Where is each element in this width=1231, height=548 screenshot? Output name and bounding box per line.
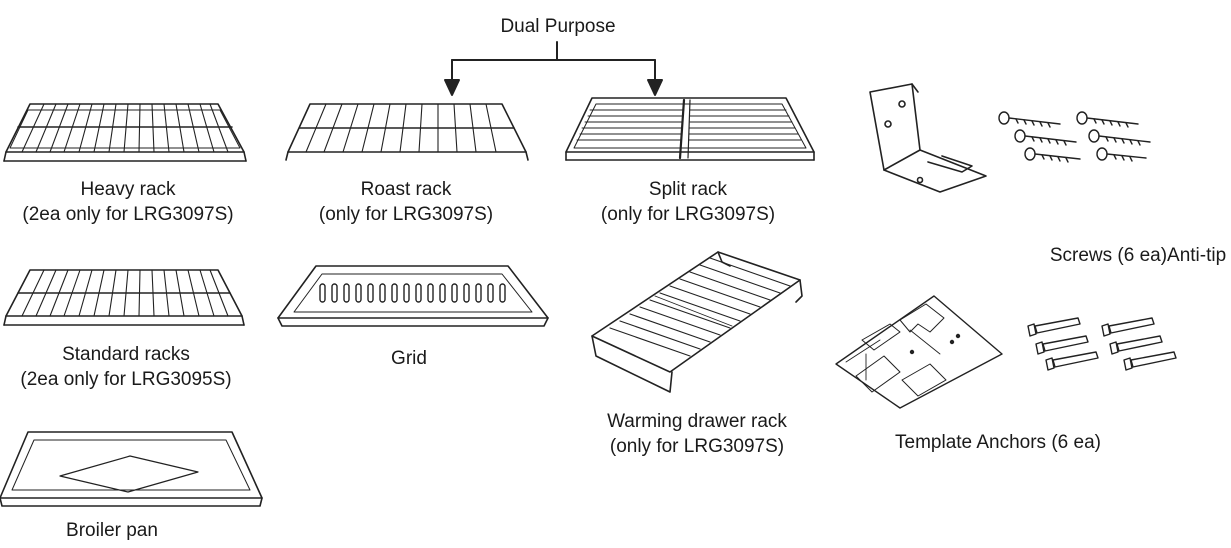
grid-caption: Grid <box>391 346 427 371</box>
warming-drawer-rack-title: Warming drawer rack <box>607 411 787 432</box>
heavy-rack-note: (2ea only for LRG3097S) <box>22 204 234 225</box>
template-anchors-caption: Template Anchors (6 ea) <box>895 430 1101 455</box>
warming-drawer-rack-image <box>591 251 803 393</box>
heavy-rack-image <box>3 103 247 162</box>
standard-racks-title: Standard racks <box>62 344 190 365</box>
roast-rack-note: (only for LRG3097S) <box>318 204 494 225</box>
standard-racks-image <box>3 269 245 326</box>
heavy-rack-caption: Heavy rack (2ea only for LRG3097S) <box>22 177 233 227</box>
grid-image <box>277 265 549 327</box>
split-rack-title: Split rack <box>648 179 728 200</box>
grid-title: Grid <box>391 348 427 369</box>
template-sheet-image <box>835 295 1003 409</box>
anti-tip-bracket-image <box>869 83 987 193</box>
broiler-pan-image <box>0 431 263 507</box>
warming-drawer-rack-caption: Warming drawer rack (only for LRG3097S) <box>607 409 787 459</box>
dual-purpose-text: Dual Purpose <box>500 16 616 37</box>
screws-title: Screws (6 ea)Anti-tip <box>1049 245 1227 266</box>
dual-purpose-label: Dual Purpose <box>500 14 615 39</box>
roast-rack-title: Roast rack <box>360 179 452 200</box>
warming-drawer-rack-note: (only for LRG3097S) <box>609 436 785 457</box>
heavy-rack-title: Heavy rack <box>80 179 176 200</box>
split-rack-note: (only for LRG3097S) <box>600 204 776 225</box>
split-rack-caption: Split rack (only for LRG3097S) <box>601 177 775 227</box>
screws-caption: Screws (6 ea)Anti-tip <box>1050 243 1226 268</box>
roast-rack-caption: Roast rack (only for LRG3097S) <box>319 177 493 227</box>
dual-purpose-bracket <box>444 41 663 96</box>
split-rack-image <box>565 97 815 161</box>
broiler-pan-caption: Broiler pan <box>66 518 158 543</box>
anchors-image <box>1027 317 1177 371</box>
screws-image <box>998 111 1151 163</box>
roast-rack-image <box>285 103 529 161</box>
standard-racks-note: (2ea only for LRG3095S) <box>20 369 232 390</box>
template-anchors-title: Template Anchors (6 ea) <box>895 432 1101 453</box>
broiler-pan-title: Broiler pan <box>66 520 158 541</box>
standard-racks-caption: Standard racks (2ea only for LRG3095S) <box>20 342 231 392</box>
